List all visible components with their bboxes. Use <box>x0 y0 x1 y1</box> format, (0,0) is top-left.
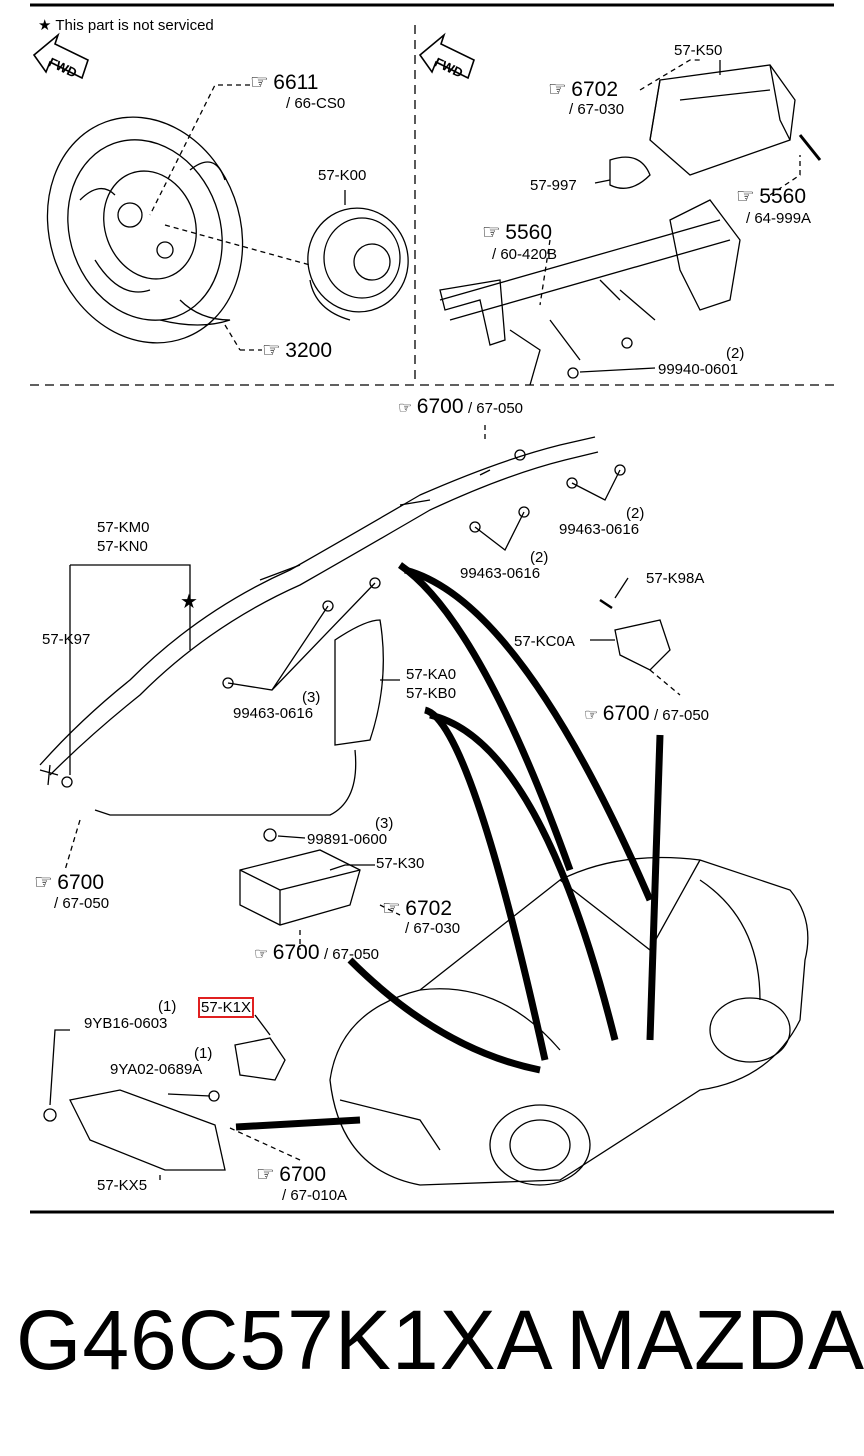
ref-number: 3200 <box>285 339 332 362</box>
ref-number: 6702 <box>405 897 452 920</box>
callout-3200[interactable]: ☞ 3200 <box>262 340 332 361</box>
hand-icon: ☞ <box>250 71 269 94</box>
hand-icon: ☞ <box>548 78 567 101</box>
sensor-bracket-drawing <box>69 1089 226 1171</box>
side-airbag-drawing <box>334 619 384 746</box>
callout-6702-top[interactable]: ☞ 6702 <box>548 79 618 100</box>
car-drawing <box>329 856 809 1186</box>
steering-wheel-drawing <box>46 116 244 344</box>
driver-airbag-drawing <box>307 207 409 321</box>
callout-5560-dash[interactable]: ☞ 5560 <box>482 222 552 243</box>
part-code-57-k1x-highlighted[interactable]: 57-K1X <box>197 997 255 1018</box>
header-note-text: This part is not serviced <box>55 17 214 34</box>
hand-icon: ☞ <box>262 339 281 362</box>
part-code-57-kn0[interactable]: 57-KN0 <box>97 538 148 555</box>
part-code-9ya02-0689a[interactable]: 9YA02-0689A <box>110 1061 203 1078</box>
part-code-99940-0601[interactable]: 99940-0601 <box>658 361 739 378</box>
qty-99940: (2) <box>726 345 745 362</box>
hand-icon: ☞ <box>584 707 599 724</box>
hand-icon: ☞ <box>382 897 401 920</box>
ref-page: / 67-030 <box>569 101 625 118</box>
hand-icon: ☞ <box>398 400 413 417</box>
brand-name: MAZDA <box>566 1293 864 1387</box>
part-code-99891-0600[interactable]: 99891-0600 <box>307 831 388 848</box>
hand-icon: ☞ <box>482 221 501 244</box>
location-leaders <box>235 562 664 1131</box>
diagram-drawing <box>30 3 834 1214</box>
ref-page: / 67-010A <box>282 1187 348 1204</box>
callout-6700-front[interactable]: ☞ 6700 <box>256 1164 326 1185</box>
ref-number: 6700 <box>279 1163 326 1186</box>
qty-9ya02: (1) <box>194 1045 213 1062</box>
srs-module-drawing <box>239 849 361 926</box>
part-code-99463-0616-c[interactable]: 99463-0616 <box>233 705 314 722</box>
part-code-99463-0616-a[interactable]: 99463-0616 <box>559 521 640 538</box>
ref-number: 6611 <box>273 71 319 94</box>
ref-page: / 67-050 <box>467 400 524 417</box>
qty-99891: (3) <box>375 815 394 832</box>
star-symbol: ★ <box>38 17 52 34</box>
impact-sensor-drawing <box>614 619 671 671</box>
ref-page: / 67-050 <box>54 895 110 912</box>
callout-6700-left[interactable]: ☞ 6700 <box>34 872 104 893</box>
ref-number: 6702 <box>571 78 618 101</box>
part-code-57-k97[interactable]: 57-K97 <box>42 631 91 648</box>
ref-page: / 66-CS0 <box>286 95 346 112</box>
bolt-group <box>222 449 626 689</box>
part-code-57-kb0[interactable]: 57-KB0 <box>406 685 457 702</box>
part-code-57-kx5[interactable]: 57-KX5 <box>97 1177 148 1194</box>
callout-5560-right[interactable]: ☞ 5560 <box>736 186 806 207</box>
part-code-9yb16-0603[interactable]: 9YB16-0603 <box>84 1015 168 1032</box>
ref-number: 6700 <box>272 941 320 964</box>
callout-6611[interactable]: ☞ 6611 <box>250 72 318 93</box>
dash-member-drawing <box>439 199 741 386</box>
part-code-57-kc0a[interactable]: 57-KC0A <box>514 633 575 650</box>
hand-icon: ☞ <box>736 185 755 208</box>
curtain-airbag-drawing <box>39 436 599 786</box>
fwd-arrow-left <box>32 32 89 80</box>
fwd-arrow-right <box>418 32 475 80</box>
part-code-57-k30[interactable]: 57-K30 <box>376 855 425 872</box>
qty-99463-a: (2) <box>626 505 645 522</box>
part-code-57-km0[interactable]: 57-KM0 <box>97 519 150 536</box>
header-note: ★ This part is not serviced <box>38 18 214 33</box>
front-sensor-drawing <box>234 1037 286 1081</box>
part-number-heading: G46C57K1XA <box>16 1293 554 1387</box>
ref-number: 6700 <box>416 395 464 418</box>
part-code-99463-0616-b[interactable]: 99463-0616 <box>460 565 541 582</box>
ref-number: 5560 <box>505 221 552 244</box>
passenger-airbag-drawing <box>609 64 822 189</box>
ref-number: 6700 <box>57 871 104 894</box>
harness <box>94 749 357 816</box>
part-code-57-k00[interactable]: 57-K00 <box>318 167 367 184</box>
hand-icon: ☞ <box>256 1163 275 1186</box>
part-code-57-997[interactable]: 57-997 <box>530 177 577 194</box>
ref-page: / 67-050 <box>323 946 380 963</box>
ref-page: / 60-420B <box>492 246 558 263</box>
ref-page: / 67-050 <box>653 707 710 724</box>
callout-6700-sensor[interactable]: ☞ 6700 / 67-050 <box>584 703 709 724</box>
part-code-57-ka0[interactable]: 57-KA0 <box>406 666 457 683</box>
qty-9yb16: (1) <box>158 998 177 1015</box>
ref-page: / 64-999A <box>746 210 812 227</box>
qty-99463-c: (3) <box>302 689 321 706</box>
callout-6700-module[interactable]: ☞ 6700 / 67-050 <box>254 942 379 963</box>
part-code-57-k98a[interactable]: 57-K98A <box>646 570 705 587</box>
qty-99463-b: (2) <box>530 549 549 566</box>
ref-number: 6700 <box>602 702 650 725</box>
ref-page: / 67-030 <box>405 920 461 937</box>
hand-icon: ☞ <box>254 946 269 963</box>
callout-6700-curtain[interactable]: ☞ 6700 / 67-050 <box>398 396 523 417</box>
callout-6702-module[interactable]: ☞ 6702 <box>382 898 452 919</box>
part-code-57-k50[interactable]: 57-K50 <box>674 42 723 59</box>
not-serviced-star-icon: ★ <box>180 591 198 613</box>
hand-icon: ☞ <box>34 871 53 894</box>
ref-number: 5560 <box>759 185 806 208</box>
parts-diagram <box>30 3 834 1214</box>
